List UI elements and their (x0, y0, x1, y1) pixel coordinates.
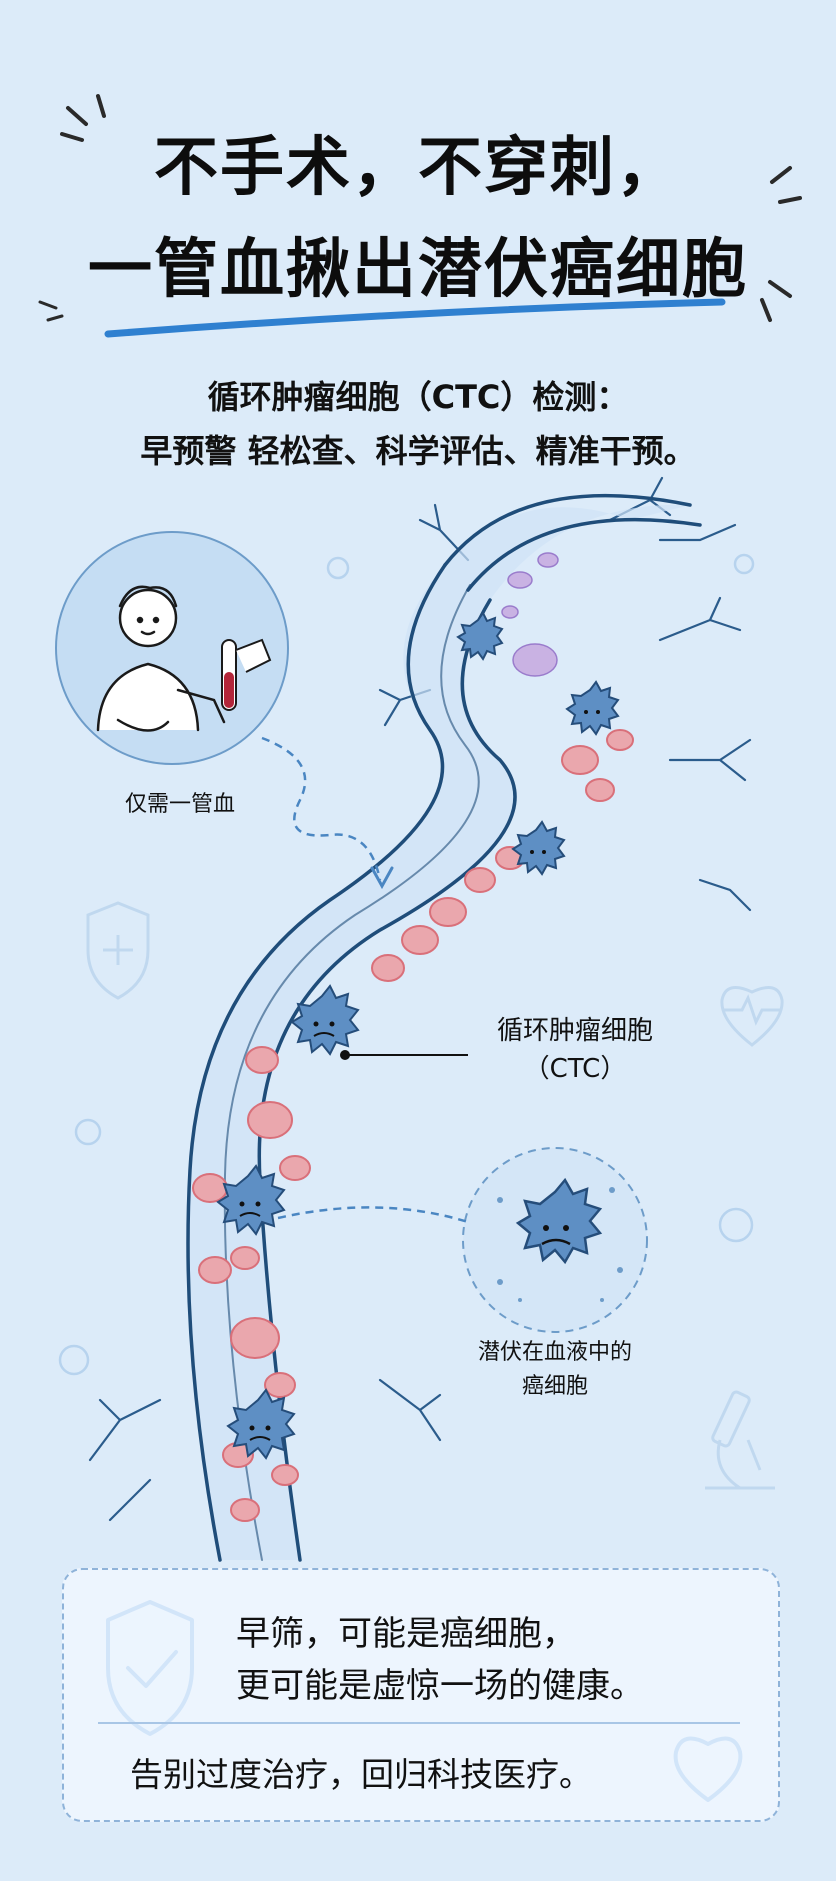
purple-cells (501, 552, 559, 677)
cancer-cell-icon (511, 820, 566, 876)
cancer-cell-icon (216, 1164, 286, 1236)
card-line1: 早筛，可能是癌细胞， (236, 1614, 576, 1654)
subtitle-line2: 早预警 轻松查、科学评估、精准干预。 (140, 432, 696, 470)
subtitle-line1: 循环肿瘤细胞（CTC）检测： (207, 378, 629, 416)
title-underline (104, 298, 726, 338)
blood-draw-label: 仅需一管血 (124, 792, 235, 817)
cancer-cell-icon (456, 611, 504, 661)
card-line2: 更可能是虚惊一场的健康。 (236, 1666, 644, 1706)
card-line3: 告别过度治疗，回归科技医疗。 (130, 1755, 592, 1794)
bubble-bg-icons (58, 553, 755, 1376)
card-divider (98, 1722, 740, 1724)
sparkle-left-bottom-icon (38, 300, 64, 322)
microscope-bg-icon (705, 1390, 775, 1490)
person-drawing (96, 585, 226, 732)
test-tube-icon (221, 638, 272, 711)
shield-plus-bg-icon (86, 901, 150, 1000)
red-blood-cells (192, 729, 634, 1522)
cancer-cell-icon (226, 1388, 296, 1460)
page-title-line1: 不手术，不穿刺， (154, 131, 682, 205)
hidden-cell-label-line2: 癌细胞 (521, 1374, 588, 1399)
zoom-connector (277, 1206, 469, 1224)
arrow-head-icon (370, 866, 394, 890)
ctc-label-line1: 循环肿瘤细胞 (496, 1016, 653, 1046)
page-title-line2: 一管血揪出潜伏癌细胞 (88, 233, 748, 307)
hidden-cell-label-line1: 潜伏在血液中的 (477, 1340, 632, 1365)
heart-pulse-bg-icon (720, 986, 784, 1047)
sparkle-left-icon (60, 94, 106, 142)
ctc-label: 循环肿瘤细胞 （CTC） (450, 1012, 700, 1088)
ctc-label-line2: （CTC） (523, 1054, 627, 1084)
zoomed-cancer-cell-icon (497, 1177, 623, 1302)
hidden-cell-label: 潜伏在血液中的 癌细胞 (445, 1336, 665, 1404)
cancer-cell-icon (565, 680, 620, 736)
info-card (62, 1568, 780, 1822)
sparkle-right-icon (760, 166, 802, 322)
blood-draw-arrow (261, 736, 382, 881)
cancer-cell-icon (290, 984, 360, 1056)
